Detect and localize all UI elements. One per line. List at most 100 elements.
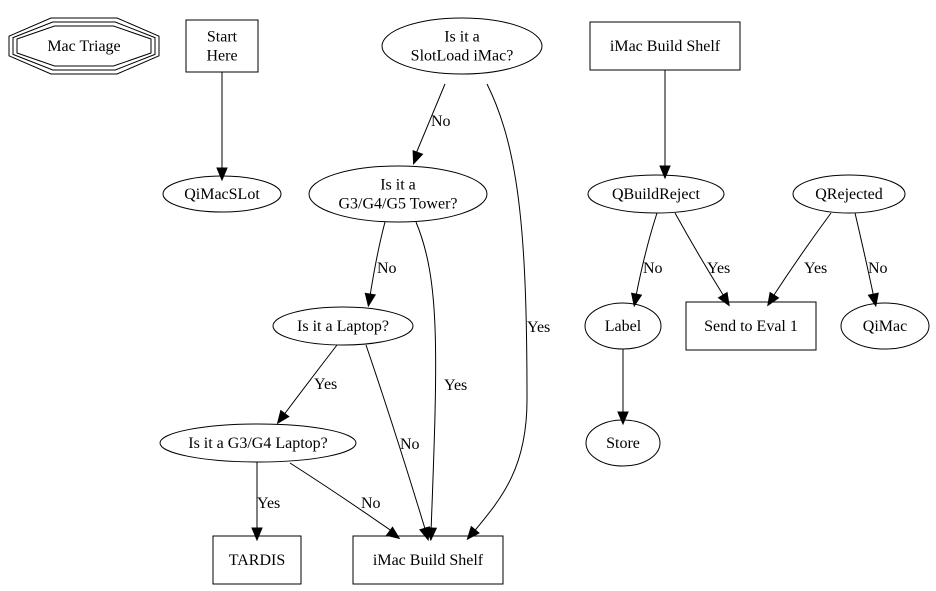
edge-qrejected-to-send-to-eval: Yes [767, 212, 832, 307]
node-octagon-shape [12, 21, 156, 71]
edge-line [414, 83, 446, 157]
node-box-shape [352, 535, 504, 585]
node-q-slotload: Is it a SlotLoad iMac? [381, 17, 543, 75]
arrowhead-icon [466, 525, 480, 541]
edge-q-g3g4-laptop-to-imac-build-shelf-bottom: No [289, 462, 401, 540]
edge-line [365, 344, 427, 533]
edge-line [471, 83, 528, 535]
node-tardis: TARDIS [212, 535, 302, 585]
node-box-shape [212, 535, 302, 585]
node-label: Is it a G3/G4 Laptop? [188, 435, 328, 452]
node-q-laptop: Is it a Laptop? [272, 306, 414, 346]
arrowhead-icon [276, 409, 290, 425]
node-ellipse-shape [587, 174, 725, 214]
node-label-node: Label [584, 302, 662, 350]
arrowhead-icon [419, 526, 431, 542]
node-ellipse-shape [584, 302, 662, 350]
arrowhead-icon [659, 165, 671, 180]
node-mac-triage: Mac Triage [8, 17, 160, 75]
edge-label: No [868, 260, 888, 277]
node-qrejected: QRejected [792, 174, 906, 214]
arrowhead-icon [364, 292, 377, 308]
node-label: TARDIS [229, 552, 286, 569]
node-imac-build-shelf-bottom: iMac Build Shelf [352, 535, 504, 585]
edge-q-tower-to-imac-build-shelf-bottom: Yes [415, 221, 467, 542]
node-label: QBuildReject [612, 186, 701, 203]
node-octagon-shape [16, 25, 152, 67]
edge-line [282, 344, 338, 417]
edge-line [369, 221, 386, 297]
node-label: QRejected [815, 186, 883, 203]
edge-line [415, 221, 437, 533]
node-box-shape [685, 301, 817, 351]
arrowhead-icon [216, 167, 228, 182]
edge-line [854, 212, 875, 299]
arrowhead-icon [630, 292, 643, 308]
edge-qbuildreject-to-send-to-eval: Yes [674, 212, 730, 307]
node-label: Is it a [380, 177, 416, 194]
edge-imac-build-shelf-top-to-qbuildreject [659, 70, 671, 180]
node-label: Start [207, 29, 238, 46]
arrowhead-icon [867, 292, 879, 308]
edge-line [289, 462, 394, 533]
node-q-tower: Is it a G3/G4/G5 Tower? [308, 165, 488, 223]
edge-line [635, 212, 658, 297]
node-ellipse-shape [308, 165, 488, 223]
node-octagon-shape [8, 17, 160, 75]
edge-label: Yes [527, 319, 550, 336]
node-label: Here [206, 48, 237, 65]
edge-q-slotload-to-q-tower: No [412, 83, 451, 165]
node-label: QiMac [863, 318, 907, 335]
edge-label: Yes [444, 377, 467, 394]
edge-label: No [431, 113, 451, 130]
edge-label: No [361, 495, 381, 512]
node-ellipse-shape [585, 419, 661, 467]
edge-label-node-to-store [617, 349, 629, 426]
arrowhead-icon [767, 291, 780, 307]
edge-label: Yes [804, 260, 827, 277]
edge-line [674, 212, 726, 299]
node-store: Store [585, 419, 661, 467]
edge-label: No [400, 436, 420, 453]
node-ellipse-shape [792, 174, 906, 214]
edge-q-slotload-to-imac-build-shelf-bottom: Yes [466, 83, 550, 541]
node-q-g3g4-laptop: Is it a G3/G4 Laptop? [159, 423, 357, 463]
node-box-shape [589, 21, 741, 71]
edge-label: No [377, 260, 397, 277]
node-send-to-eval: Send to Eval 1 [685, 301, 817, 351]
arrowhead-icon [251, 527, 263, 542]
edge-qrejected-to-qimac: No [854, 212, 888, 308]
node-qimac: QiMac [840, 302, 930, 350]
edge-qbuildreject-to-label-node: No [630, 212, 663, 308]
edge-line [771, 212, 832, 299]
edge-q-tower-to-q-laptop: No [364, 221, 397, 308]
arrowhead-icon [412, 150, 424, 165]
node-qimacslot: QiMacSLot [162, 175, 282, 213]
node-ellipse-shape [272, 306, 414, 346]
node-label: SlotLoad iMac? [411, 48, 514, 65]
edge-q-g3g4-laptop-to-tardis: Yes [251, 462, 280, 542]
node-label: Send to Eval 1 [704, 318, 798, 335]
node-label: iMac Build Shelf [373, 552, 484, 569]
edge-label: No [643, 260, 663, 277]
node-imac-build-shelf-top: iMac Build Shelf [589, 21, 741, 71]
node-label: Store [606, 435, 640, 452]
node-label: iMac Build Shelf [610, 38, 721, 55]
node-ellipse-shape [159, 423, 357, 463]
node-box-shape [185, 19, 259, 73]
edge-q-laptop-to-q-g3g4-laptop: Yes [276, 344, 338, 425]
node-label: QiMacSLot [184, 186, 260, 203]
arrowhead-icon [717, 291, 730, 307]
edge-start-here-to-qimacslot [216, 72, 228, 182]
node-ellipse-shape [162, 175, 282, 213]
node-label: Label [605, 318, 642, 335]
node-label: Is it a [444, 29, 480, 46]
edge-label: Yes [707, 260, 730, 277]
edge-label: Yes [314, 376, 337, 393]
node-ellipse-shape [840, 302, 930, 350]
node-ellipse-shape [381, 17, 543, 75]
node-label: G3/G4/G5 Tower? [338, 196, 457, 213]
edge-q-laptop-to-imac-build-shelf-bottom: No [365, 344, 431, 542]
